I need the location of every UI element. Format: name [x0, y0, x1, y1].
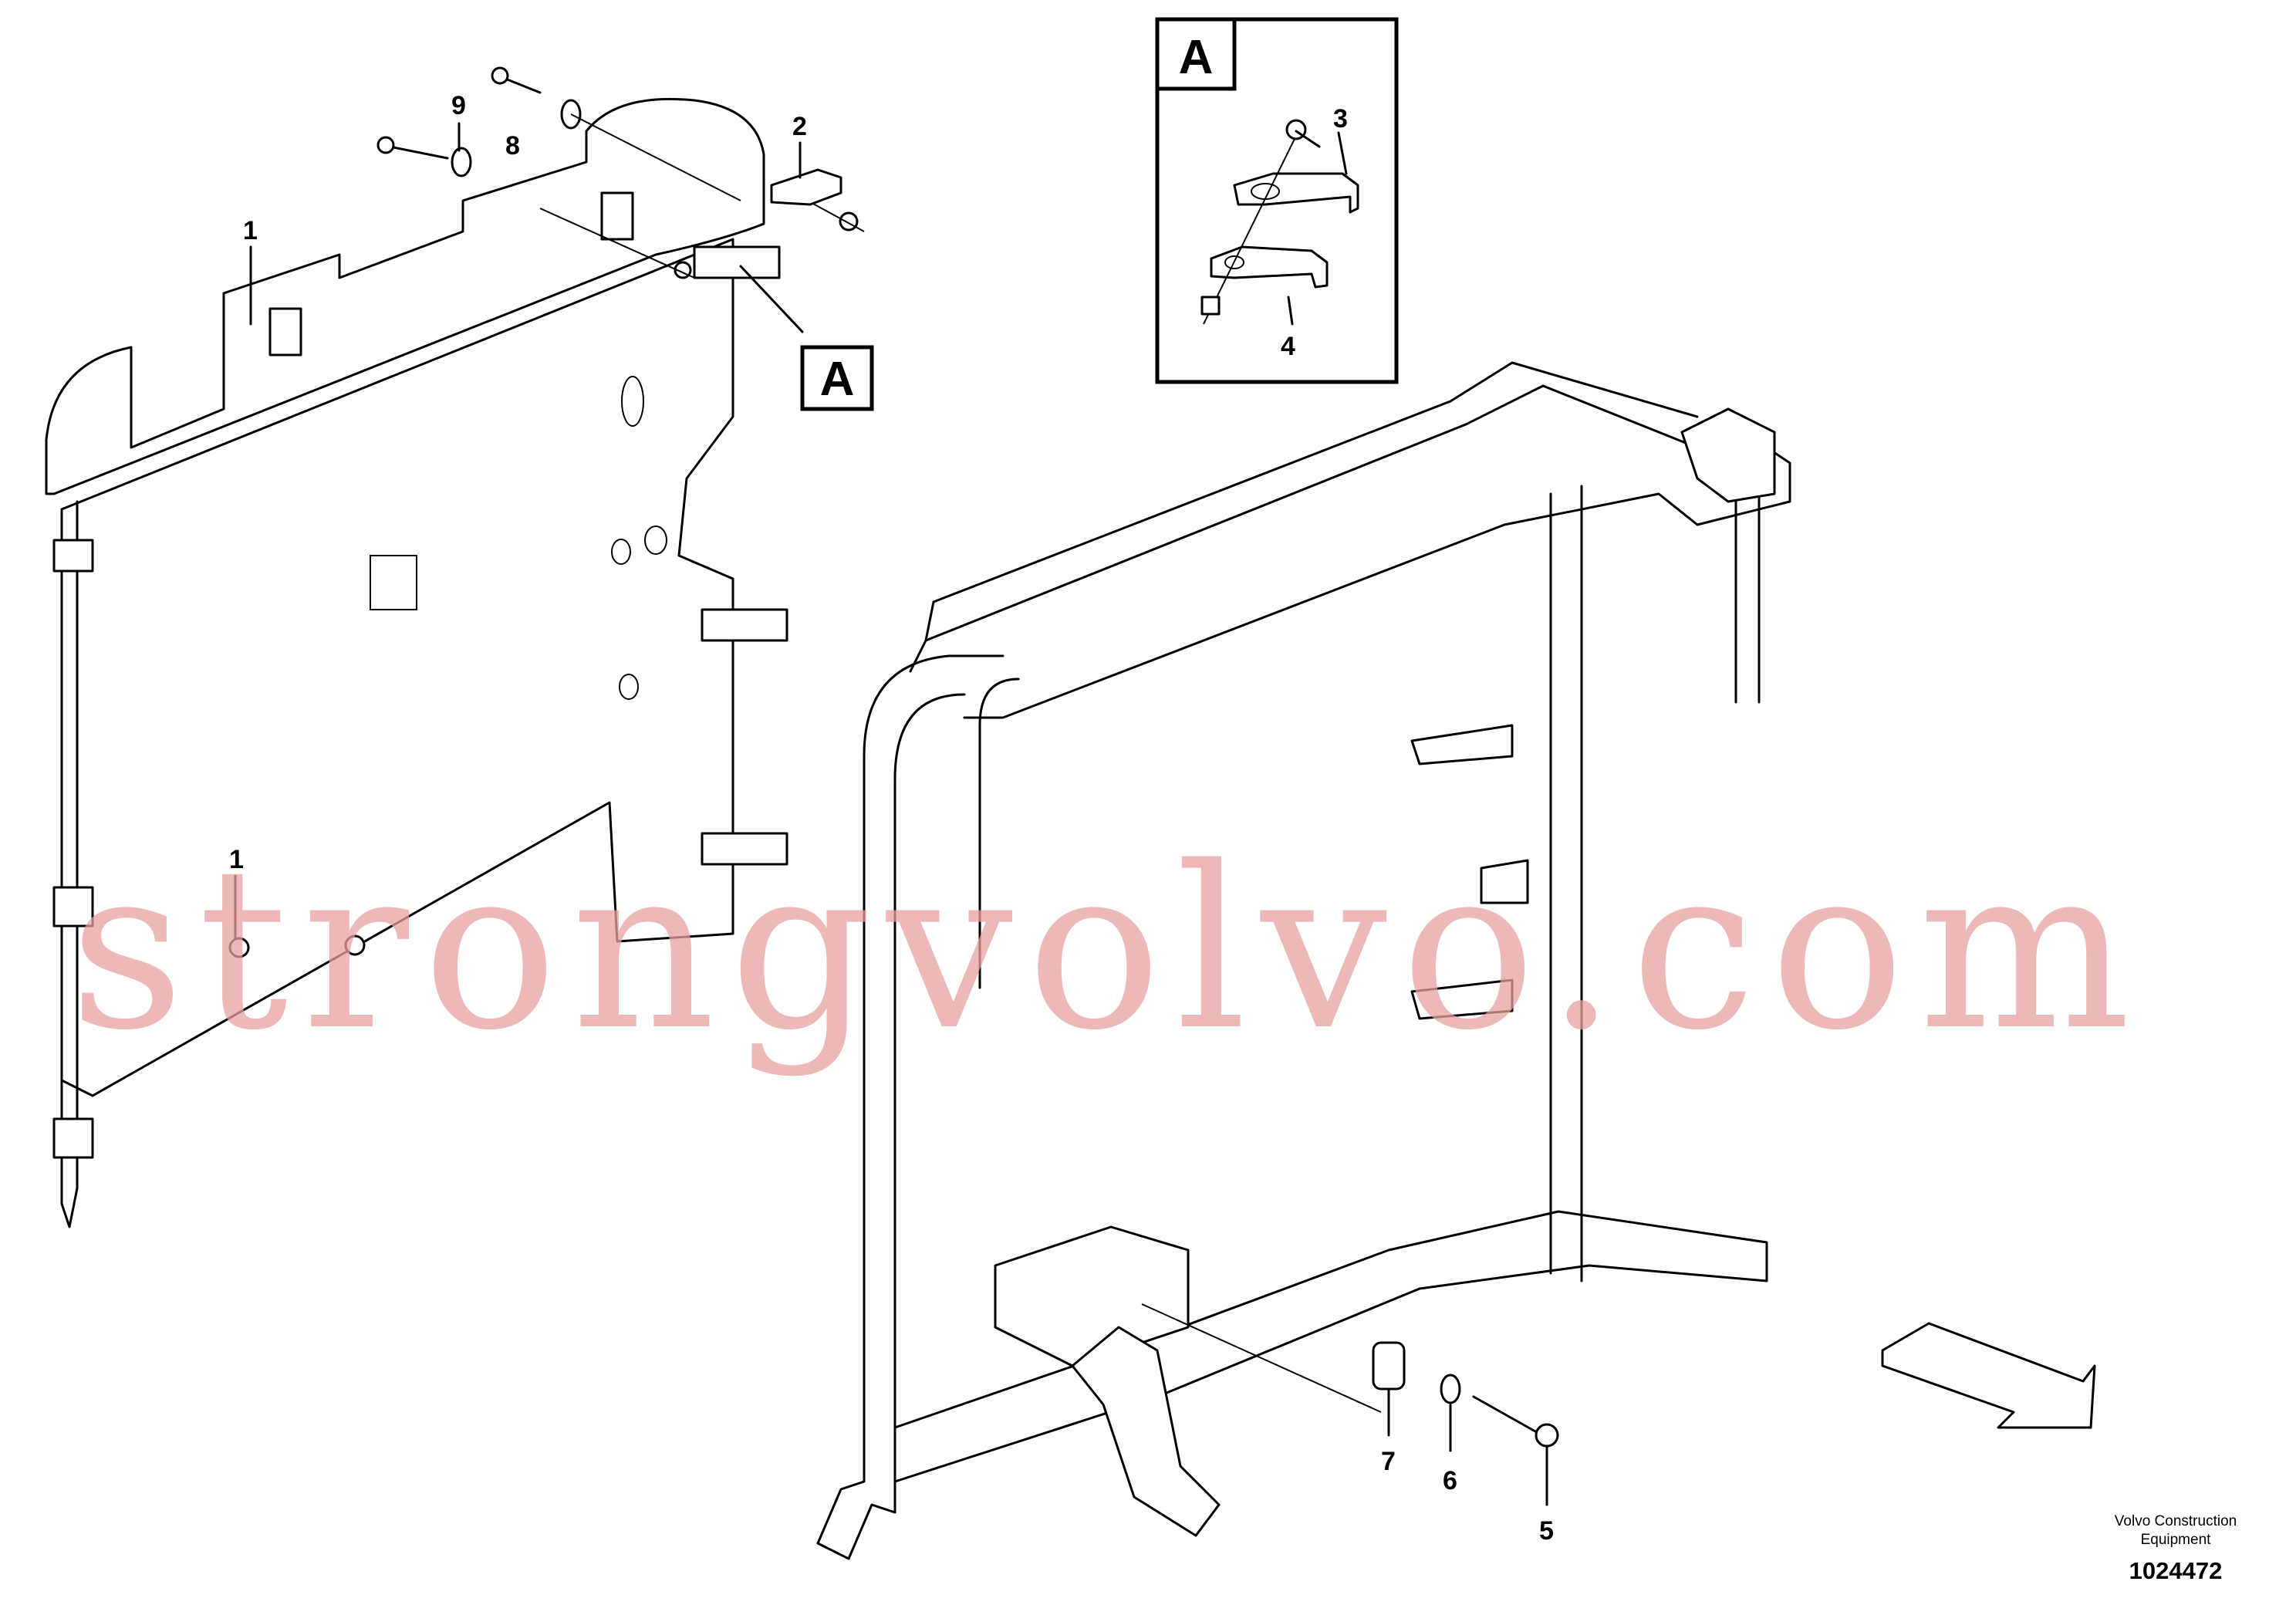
vent-grille: [370, 555, 417, 610]
footer-brand-line2: Equipment: [2141, 1532, 2212, 1548]
footer-drawing-number: 1024472: [2129, 1557, 2223, 1584]
fastener-nut: [228, 937, 250, 958]
label-part-4: 4: [1281, 332, 1295, 361]
mount-bracket: [1410, 724, 1514, 765]
slot-hole: [621, 376, 644, 427]
direction-arrow: [1881, 1322, 2096, 1429]
bolt: [388, 145, 449, 160]
label-part-3: 3: [1333, 104, 1348, 133]
bracket-part-2: [770, 168, 842, 206]
frame-right-post: [1549, 485, 1583, 1282]
side-panel-assembly: [45, 66, 865, 1228]
washer: [451, 147, 472, 177]
label-part-6: 6: [1443, 1466, 1457, 1495]
panel-clip: [701, 608, 788, 642]
latch-hook: [1071, 1326, 1221, 1537]
frame-top-rail: [909, 384, 1791, 719]
callout-letter: A: [820, 353, 855, 406]
label-part-2: 2: [792, 112, 807, 141]
frame-assembly: [816, 361, 1791, 1560]
panel-clip: [268, 307, 302, 357]
footer-brand-line1: Volvo Construction: [2115, 1513, 2237, 1529]
detail-letter: A: [1179, 31, 1214, 84]
label-part-9: 9: [451, 91, 466, 120]
label-part-1: 1: [243, 216, 258, 245]
label-part-5: 5: [1539, 1516, 1554, 1546]
panel-clip: [600, 191, 634, 241]
bolt-part-5: [1535, 1423, 1559, 1448]
lower-panel-plate: [60, 238, 734, 1097]
panel-clip: [701, 832, 788, 866]
hinge-bracket: [1680, 407, 1776, 503]
washer-part-6: [1440, 1374, 1461, 1404]
spacer-part-7: [1372, 1341, 1406, 1391]
label-part-1b: 1: [229, 845, 244, 874]
upper-cover-plate: [45, 97, 765, 495]
label-part-7: 7: [1381, 1447, 1396, 1476]
watermark: strongvolvo.com: [69, 819, 2145, 1080]
callout-box: [800, 345, 874, 411]
latch-housing: [994, 1225, 1190, 1367]
frame-left-post: [816, 654, 1004, 1560]
detail-letter-box: [1155, 17, 1237, 91]
label-part-8: 8: [505, 131, 520, 161]
frame-bottom-rail: [893, 1210, 1768, 1483]
detail-box-a: A: [1155, 17, 1399, 384]
panel-strip: [60, 500, 79, 1228]
panel-clip: [693, 245, 781, 279]
